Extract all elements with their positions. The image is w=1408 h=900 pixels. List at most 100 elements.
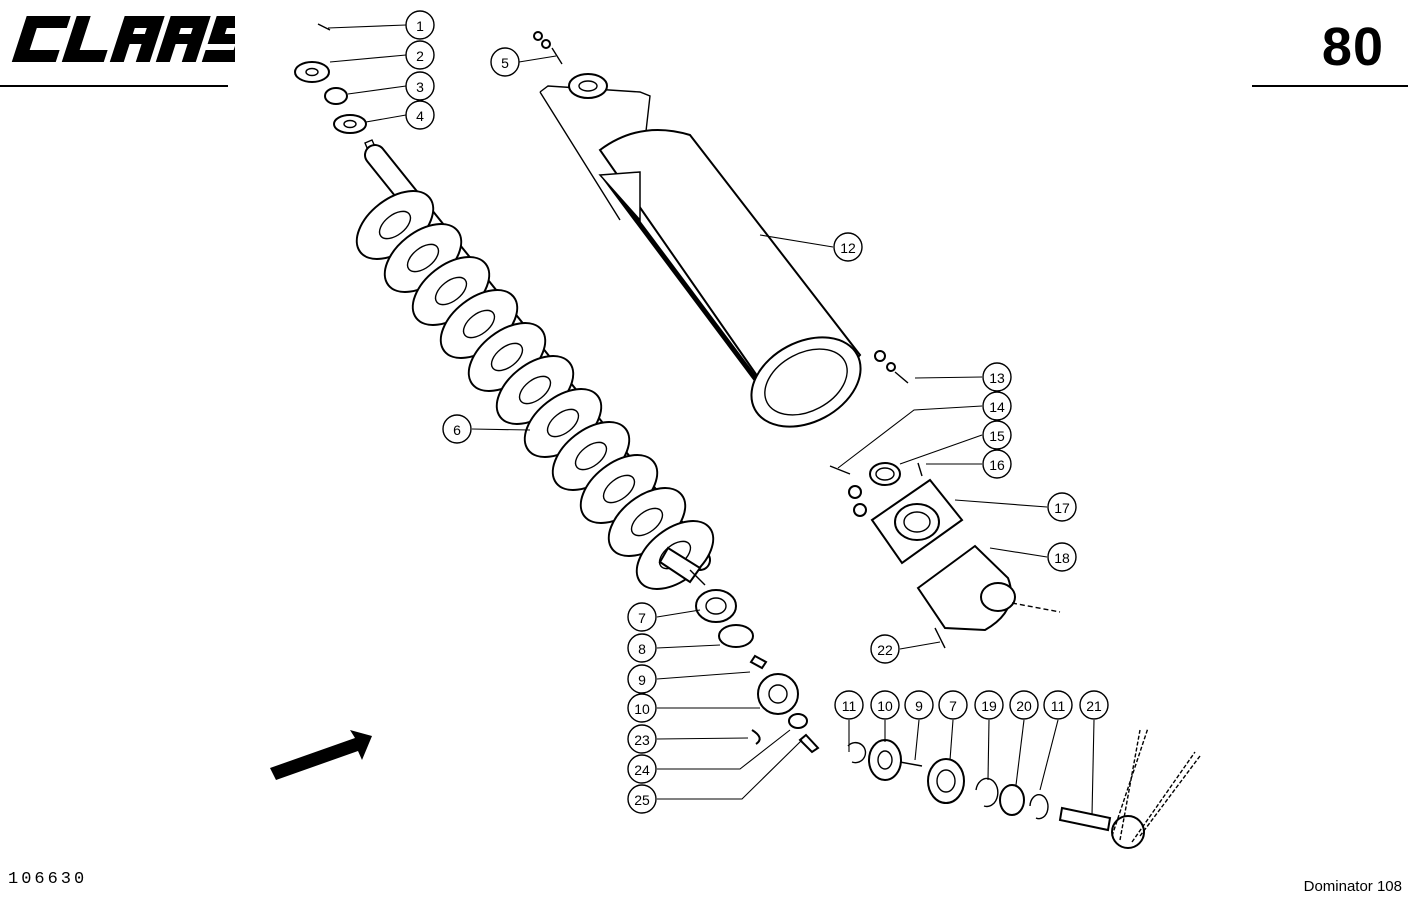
callout-24: 24 [627, 754, 657, 784]
callout-11: 11 [1043, 690, 1073, 720]
callout-8: 8 [627, 633, 657, 663]
callout-circle [1047, 542, 1077, 572]
callout-label: 6 [453, 422, 461, 438]
drawing-number: 106630 [8, 870, 88, 889]
callout-10: 10 [627, 693, 657, 723]
callout-circle [982, 420, 1012, 450]
leader-lines [327, 24, 1095, 816]
callout-circle [405, 71, 435, 101]
callout-circle [938, 690, 968, 720]
callout-circle [405, 100, 435, 130]
auger-flight-inner [574, 441, 608, 471]
callout-4: 4 [405, 100, 435, 130]
callout-circle [833, 232, 863, 262]
callout-circle [982, 449, 1012, 479]
callout-label: 20 [1016, 698, 1032, 714]
callout-label: 13 [989, 370, 1005, 386]
auger-flight-inner [630, 507, 664, 537]
callout-label: 10 [877, 698, 893, 714]
callout-5: 5 [490, 47, 520, 77]
auger-flight-inner [378, 210, 412, 240]
callout-19: 19 [974, 690, 1004, 720]
callout-circle [405, 40, 435, 70]
callout-18: 18 [1047, 542, 1077, 572]
callout-label: 15 [989, 428, 1005, 444]
callout-25: 25 [627, 784, 657, 814]
callout-circle [904, 690, 934, 720]
callout-circle [1043, 690, 1073, 720]
callout-label: 18 [1054, 550, 1070, 566]
callout-label: 10 [634, 701, 650, 717]
bearing-housing-parts [829, 350, 1061, 649]
callout-label: 5 [501, 55, 509, 71]
callout-circle [870, 634, 900, 664]
claas-logo [11, 16, 235, 62]
callout-circle [405, 10, 435, 40]
callout-circle [627, 693, 657, 723]
callout-circle [442, 414, 472, 444]
callout-11: 11 [834, 690, 864, 720]
bolt-nut-set-part [533, 31, 563, 65]
callout-label: 7 [949, 698, 957, 714]
callout-label: 2 [416, 48, 424, 64]
callout-22: 22 [870, 634, 900, 664]
callout-circle [627, 784, 657, 814]
callout-1: 1 [405, 10, 435, 40]
auger-flight-inner [406, 243, 440, 273]
auger-flight-inner [490, 342, 524, 372]
auger-flight-inner [434, 276, 468, 306]
callout-15: 15 [982, 420, 1012, 450]
callout-label: 4 [416, 108, 424, 124]
callout-label: 9 [638, 672, 646, 688]
callout-label: 21 [1086, 698, 1102, 714]
callout-circle [1009, 690, 1039, 720]
callout-14: 14 [982, 391, 1012, 421]
callout-label: 8 [638, 641, 646, 657]
callout-circle [1047, 492, 1077, 522]
callout-17: 17 [1047, 492, 1077, 522]
callout-label: 3 [416, 79, 424, 95]
callout-2: 2 [405, 40, 435, 70]
direction-arrow [270, 730, 372, 780]
auger-screw-part [355, 139, 715, 590]
callout-9: 9 [904, 690, 934, 720]
callout-16: 16 [982, 449, 1012, 479]
page-number: 80 [1321, 17, 1384, 77]
drive-shaft-parts [847, 727, 1201, 849]
callout-6: 6 [442, 414, 472, 444]
auger-tube-part [539, 73, 862, 428]
callout-21: 21 [1079, 690, 1109, 720]
callout-label: 14 [989, 399, 1005, 415]
callout-9: 9 [627, 664, 657, 694]
callout-7: 7 [627, 602, 657, 632]
callout-label: 22 [877, 642, 893, 658]
callout-label: 23 [634, 732, 650, 748]
callout-label: 16 [989, 457, 1005, 473]
callout-circle [490, 47, 520, 77]
callout-circle [627, 602, 657, 632]
callout-10: 10 [870, 690, 900, 720]
header-rule-left [0, 85, 228, 87]
callout-label: 19 [981, 698, 997, 714]
auger-flight-inner [546, 408, 580, 438]
callout-circle [834, 690, 864, 720]
callout-3: 3 [405, 71, 435, 101]
callout-circle [627, 724, 657, 754]
auger-flight-inner [602, 474, 636, 504]
callout-circle [870, 690, 900, 720]
model-name: Dominator 108 [1303, 878, 1402, 895]
callout-label: 7 [638, 610, 646, 626]
lower-gear-parts [695, 589, 820, 754]
auger-flight-inner [462, 309, 496, 339]
callout-label: 11 [842, 698, 857, 714]
callout-label: 1 [416, 18, 424, 34]
header-rule-right [1252, 85, 1408, 87]
callout-label: 12 [840, 240, 856, 256]
callout-circle [1079, 690, 1109, 720]
callout-23: 23 [627, 724, 657, 754]
callout-circle [627, 633, 657, 663]
callout-label: 17 [1054, 500, 1070, 516]
callout-label: 25 [634, 792, 650, 808]
callout-circle [974, 690, 1004, 720]
